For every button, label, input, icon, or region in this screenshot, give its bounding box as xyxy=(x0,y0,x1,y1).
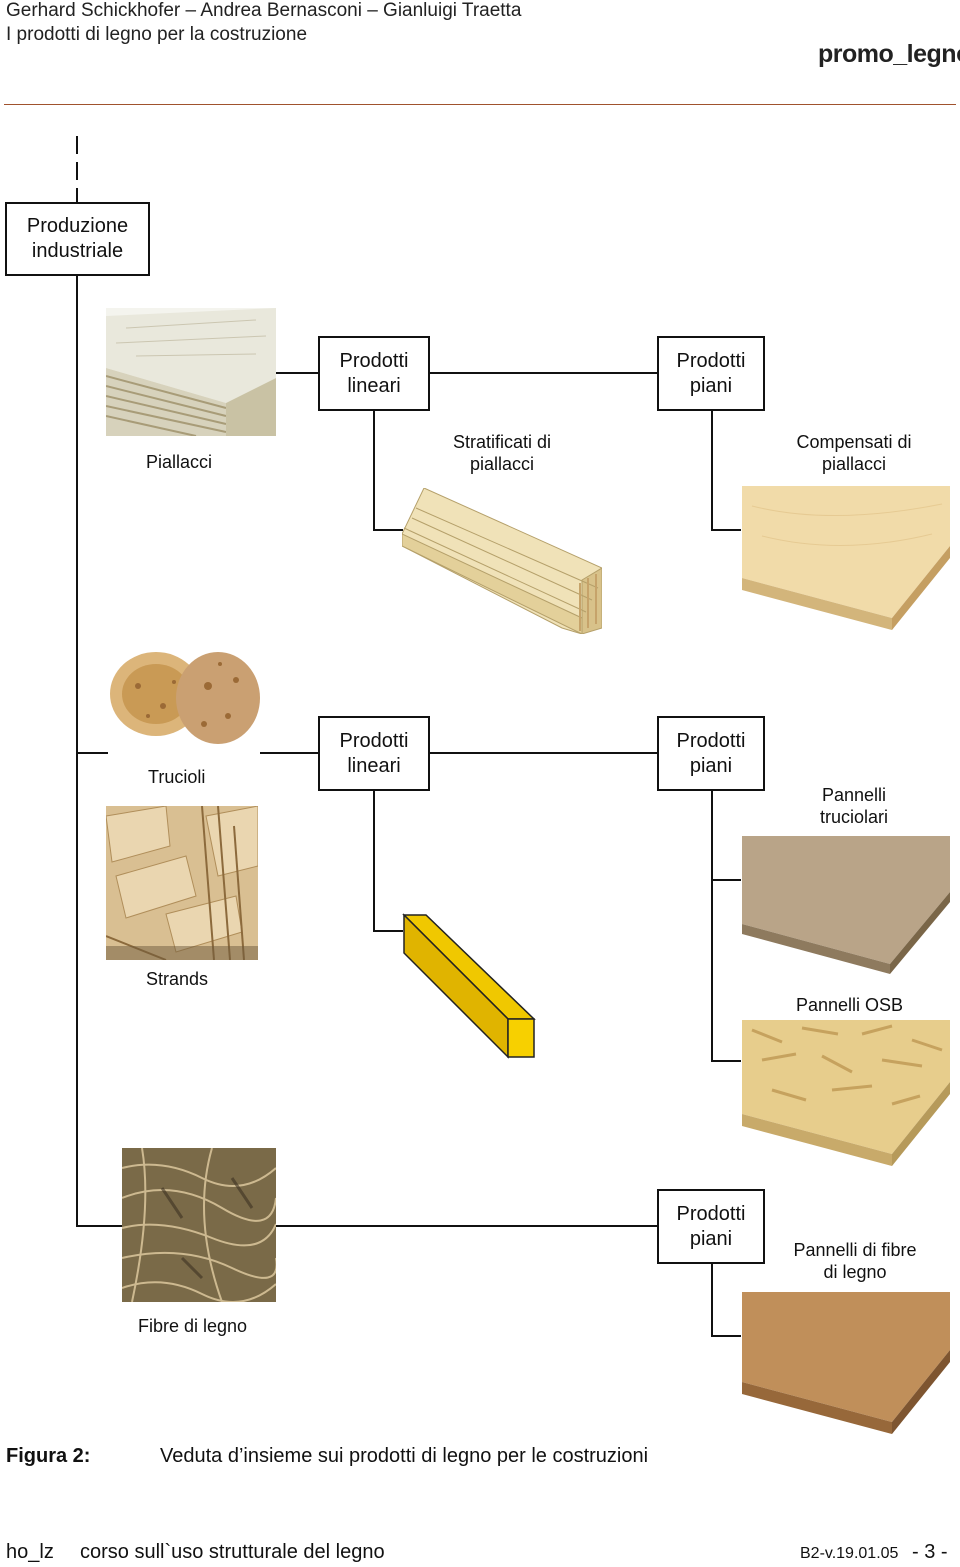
box-label: Prodotti lineari xyxy=(339,349,409,397)
beam-image xyxy=(402,913,536,1059)
footer-code: ho_lz xyxy=(6,1541,54,1563)
box-prodotti-lineari-2: Prodotti lineari xyxy=(318,716,430,791)
material-strands: Strands xyxy=(146,969,209,989)
caption-text: Veduta d’insieme sui prodotti di legno p… xyxy=(160,1445,649,1467)
header-authors: Gerhard Schickhofer – Andrea Bernasconi … xyxy=(6,0,522,21)
material-piallacci: Piallacci xyxy=(146,452,213,472)
plywood-panel-image xyxy=(742,486,950,630)
product-osb: Pannelli OSB xyxy=(796,995,904,1015)
strands-image xyxy=(106,806,258,960)
box-prodotti-piani-2: Prodotti piani xyxy=(657,716,765,791)
box-prodotti-piani-1: Prodotti piani xyxy=(657,336,765,411)
box-label: Prodotti piani xyxy=(676,729,746,777)
root-box-label: Produzione industriale xyxy=(26,215,129,262)
product-stratificati: Stratificati di piallacci xyxy=(452,432,552,474)
box-prodotti-piani-3: Prodotti piani xyxy=(657,1189,765,1264)
trucioli-image xyxy=(108,616,260,756)
header-rule xyxy=(4,104,956,105)
product-compensati: Compensati di piallacci xyxy=(796,432,912,474)
caption-label: Figura 2: xyxy=(6,1445,91,1467)
box-label: Prodotti lineari xyxy=(339,729,409,777)
box-prodotti-lineari-1: Prodotti lineari xyxy=(318,336,430,411)
root-box: Produzione industriale xyxy=(5,202,150,276)
osb-panel-image xyxy=(742,1020,950,1166)
product-fibre-panels: Pannelli di fibre di legno xyxy=(793,1240,917,1282)
material-fibre: Fibre di legno xyxy=(138,1316,248,1336)
particle-board-image xyxy=(742,836,950,974)
product-truciolari: Pannelli truciolari xyxy=(819,785,889,827)
box-label: Prodotti piani xyxy=(676,1202,746,1250)
footer-course: corso sull`uso strutturale del legno xyxy=(80,1541,385,1563)
fibreboard-image xyxy=(742,1292,950,1434)
footer-page: - 3 - xyxy=(912,1541,948,1563)
promo-legno-logo: promo_legno xyxy=(818,40,960,68)
header-title: I prodotti di legno per la costruzione xyxy=(6,24,308,45)
lvl-beams-image xyxy=(402,488,602,634)
footer-version: B2-v.19.01.05 xyxy=(800,1545,899,1562)
fibre-image xyxy=(122,1148,276,1302)
piallacci-image xyxy=(106,308,276,436)
box-label: Prodotti piani xyxy=(676,349,746,397)
material-trucioli: Trucioli xyxy=(148,767,206,787)
